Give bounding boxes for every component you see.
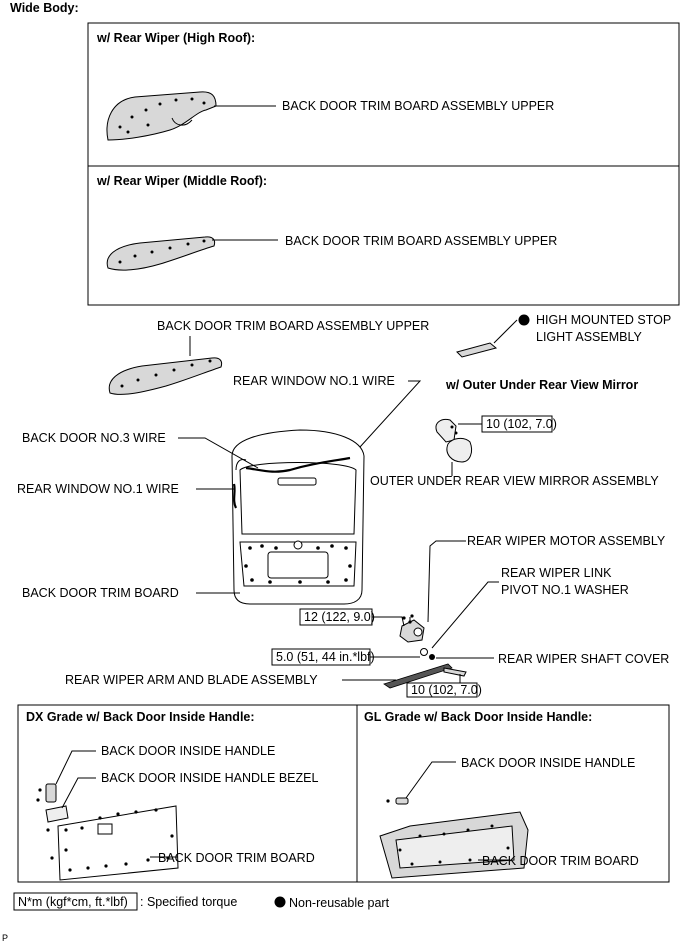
high-roof-heading: w/ Rear Wiper (High Roof): (96, 31, 255, 45)
middle-roof-part-label: BACK DOOR TRIM BOARD ASSEMBLY UPPER (285, 234, 557, 248)
wiper-link-label-1: REAR WIPER LINK (501, 566, 612, 580)
legend-torque-unit: N*m (kgf*cm, ft.*lbf) (18, 895, 128, 909)
gl-handle-label: BACK DOOR INSIDE HANDLE (461, 756, 635, 770)
wiper-motor-label: REAR WIPER MOTOR ASSEMBLY (467, 534, 666, 548)
footer-code: P (2, 933, 8, 943)
rear-window-wire-top-label: REAR WINDOW NO.1 WIRE (233, 374, 395, 388)
dx-handle-illustration (36, 783, 179, 881)
leader-torque-motor (372, 616, 405, 627)
trim-board-label: BACK DOOR TRIM BOARD (22, 586, 179, 600)
legend-nonreusable-dot (274, 896, 286, 908)
rear-window-wire-left-label: REAR WINDOW NO.1 WIRE (17, 482, 179, 496)
torque-mirror: 10 (102, 7.0) (486, 417, 557, 431)
shaft-cover-label: REAR WIPER SHAFT COVER (498, 652, 669, 666)
leader-stop-light (493, 319, 518, 344)
nonreusable-mark-stop-light (518, 314, 530, 326)
trim-upper-illustration (108, 357, 223, 395)
wiper-motor-illustration (399, 614, 425, 643)
handle-variants-box: DX Grade w/ Back Door Inside Handle: BAC… (17, 704, 670, 883)
trim-upper-middle-roof-illustration (106, 236, 216, 271)
leader-dx-bezel (61, 777, 96, 809)
legend: N*m (kgf*cm, ft.*lbf) : Specified torque… (13, 892, 390, 911)
high-roof-part-label: BACK DOOR TRIM BOARD ASSEMBLY UPPER (282, 99, 554, 113)
legend-nonreusable-text: Non-reusable part (289, 896, 390, 910)
dx-handle-label: BACK DOOR INSIDE HANDLE (101, 744, 275, 758)
dx-heading: DX Grade w/ Back Door Inside Handle: (26, 710, 255, 724)
gl-heading: GL Grade w/ Back Door Inside Handle: (364, 710, 592, 724)
pivot-washer-mark (420, 648, 428, 656)
mirror-assembly-label: OUTER UNDER REAR VIEW MIRROR ASSEMBLY (370, 474, 659, 488)
middle-roof-heading: w/ Rear Wiper (Middle Roof): (96, 174, 267, 188)
stop-light-label-2: LIGHT ASSEMBLY (536, 330, 642, 344)
dx-trim-label: BACK DOOR TRIM BOARD (158, 851, 315, 865)
stop-light-illustration (456, 342, 498, 358)
torque-box-mirror (481, 415, 553, 433)
leader-wiper-motor (427, 540, 466, 623)
torque-arm: 10 (102, 7.0) (411, 683, 482, 697)
legend-torque-box (13, 892, 138, 911)
torque-motor: 12 (122, 9.0) (304, 610, 375, 624)
wide-body-title: Wide Body: (10, 1, 79, 15)
torque-shaft: 5.0 (51, 44 in.*lbf) (276, 650, 375, 664)
wiper-arm-illustration (383, 663, 467, 689)
torque-box-arm (406, 682, 478, 698)
leader-rear-window-wire-top (349, 380, 422, 459)
trim-upper-label: BACK DOOR TRIM BOARD ASSEMBLY UPPER (157, 319, 429, 333)
trim-upper-high-roof-illustration (106, 91, 217, 141)
leader-wiper-link (431, 581, 499, 649)
dx-bezel-label: BACK DOOR INSIDE HANDLE BEZEL (101, 771, 318, 785)
leader-door-wire (178, 437, 259, 469)
wiper-link-label-2: PIVOT NO.1 WASHER (501, 583, 629, 597)
outer-mirror-illustration (435, 419, 473, 463)
top-variants-box: w/ Rear Wiper (High Roof): BACK DOOR TRI… (87, 22, 680, 306)
door-wire-label: BACK DOOR NO.3 WIRE (22, 431, 166, 445)
back-door-illustration (231, 429, 365, 605)
gl-handle-illustration (379, 797, 529, 879)
wiper-arm-label: REAR WIPER ARM AND BLADE ASSEMBLY (65, 673, 318, 687)
outer-mirror-heading: w/ Outer Under Rear View Mirror (445, 378, 638, 392)
main-section: BACK DOOR TRIM BOARD ASSEMBLY UPPER HIGH… (17, 313, 671, 698)
top-box-frame (87, 22, 680, 306)
stop-light-label-1: HIGH MOUNTED STOP (536, 313, 671, 327)
leader-dx-handle (55, 750, 96, 785)
shaft-cover-mark (429, 654, 435, 660)
legend-torque-text: : Specified torque (140, 895, 237, 909)
gl-trim-label: BACK DOOR TRIM BOARD (482, 854, 639, 868)
leader-gl-handle (405, 761, 456, 799)
